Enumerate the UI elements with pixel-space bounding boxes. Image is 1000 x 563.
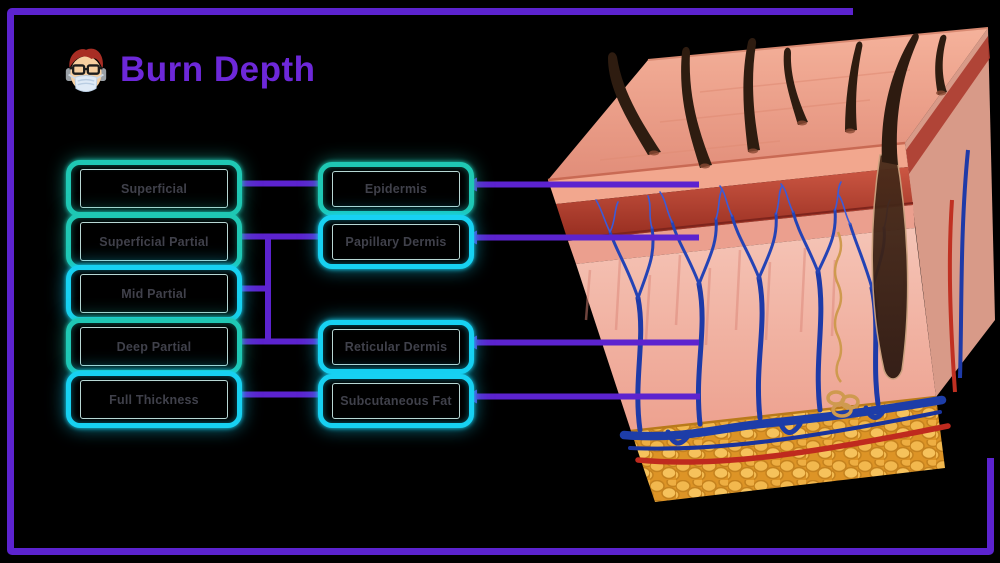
box-label: Subcutaneous Fat [332,383,460,419]
skin-layer-box-subcutaneous-fat: Subcutaneous Fat [318,374,474,428]
box-label: Full Thickness [80,380,228,419]
burn-level-box-deep-partial: Deep Partial [66,318,242,375]
box-label: Mid Partial [80,274,228,313]
skin-layer-box-reticular-dermis: Reticular Dermis [318,320,474,374]
box-label: Superficial Partial [80,222,228,261]
page-title: Burn Depth [120,50,316,89]
box-label: Papillary Dermis [332,224,460,260]
burn-level-box-full-thickness: Full Thickness [66,371,242,428]
burn-level-box-superficial-partial: Superficial Partial [66,213,242,270]
box-label: Reticular Dermis [332,329,460,365]
box-label: Epidermis [332,171,460,207]
burn-level-box-superficial: Superficial [66,160,242,217]
box-label: Superficial [80,169,228,208]
box-label: Deep Partial [80,327,228,366]
skin-layer-box-epidermis: Epidermis [318,162,474,216]
masked-doctor-emoji-icon [65,48,107,92]
skin-layer-box-papillary-dermis: Papillary Dermis [318,215,474,269]
burn-level-box-mid-partial: Mid Partial [66,265,242,322]
header: Burn Depth [64,46,316,94]
